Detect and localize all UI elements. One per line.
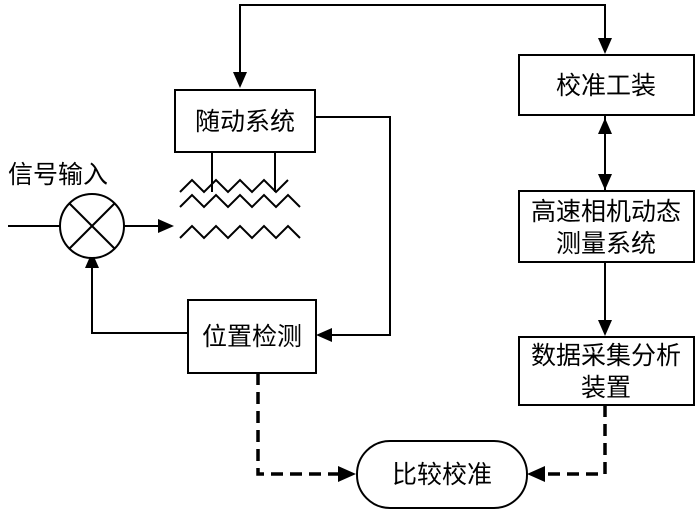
gear-rack-icon (179, 152, 301, 240)
arrow-into-compare-left (338, 466, 356, 482)
calibration-fixture-label: 校准工装 (556, 71, 656, 100)
compare-calibrate-box (356, 440, 528, 509)
daq-label-line2: 装置 (581, 373, 631, 402)
position-detect-box (187, 299, 317, 374)
arrow-into-fixture (598, 38, 612, 54)
servo-system-box (174, 89, 316, 153)
arrow-into-daq (598, 320, 612, 336)
arrow-down-to-camera (598, 174, 612, 190)
arrow-up-to-fixture (598, 118, 612, 134)
summing-junction (59, 193, 125, 259)
daq-label-line1: 数据采集分析 (531, 341, 681, 370)
compare-calibrate-label: 比较校准 (392, 460, 492, 489)
daq-box (518, 336, 695, 406)
arrow-into-compare-right (527, 466, 545, 482)
arrow-into-junction-bottom (85, 252, 99, 268)
arrow-into-servo (233, 72, 247, 88)
camera-system-label-line2: 测量系统 (556, 229, 656, 258)
servo-to-detect-line (315, 116, 391, 336)
calibration-fixture-box (518, 54, 695, 116)
camera-system-box (518, 190, 695, 263)
signal-input-label: 信号输入 (8, 160, 108, 189)
camera-system-label-line1: 高速相机动态 (531, 197, 681, 226)
detect-to-compare-dashed (256, 373, 340, 476)
feedback-line (91, 262, 188, 334)
arrow-into-detect (316, 328, 332, 342)
position-detect-label: 位置检测 (202, 322, 302, 351)
daq-to-compare-dashed (543, 405, 607, 476)
arrow-into-gear (158, 219, 174, 233)
servo-system-label: 随动系统 (195, 107, 295, 136)
top-loop-line (239, 4, 606, 75)
